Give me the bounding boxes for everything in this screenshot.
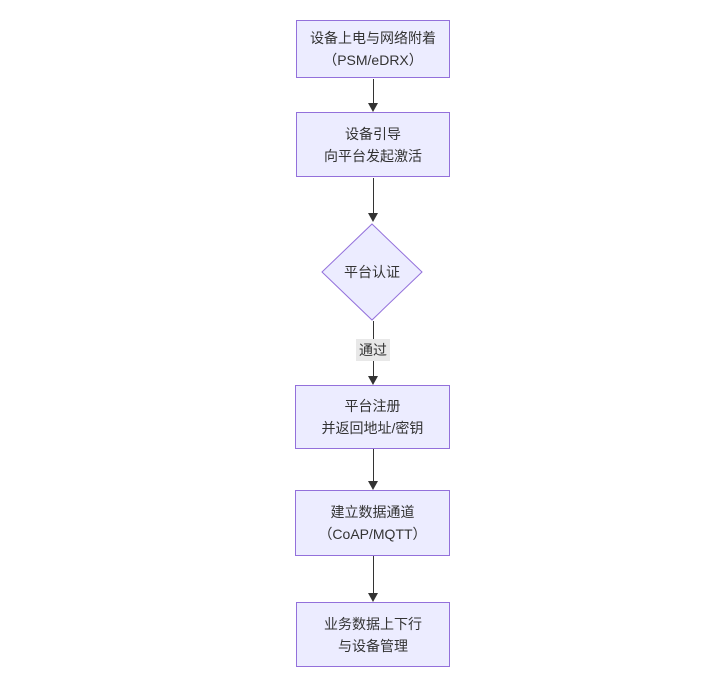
edge-line: [372, 449, 374, 481]
flow-node-power-network-attach: 设备上电与网络附着 （PSM/eDRX）: [296, 20, 450, 78]
edge-label-pass: 通过: [356, 339, 390, 361]
flow-node-business-data-mgmt: 业务数据上下行 与设备管理: [296, 602, 450, 667]
node-text-line: 与设备管理: [338, 637, 408, 654]
flow-node-platform-auth-decision: 平台认证: [321, 223, 423, 321]
node-text-line: 设备上电与网络附着: [310, 30, 436, 46]
flow-node-device-bootstrap: 设备引导 向平台发起激活: [296, 112, 450, 177]
edge-line: [372, 79, 374, 103]
node-text-line: 向平台发起激活: [324, 147, 422, 164]
node-text-line: （PSM/eDRX）: [323, 52, 423, 68]
edge-arrow-b-c: [366, 178, 380, 222]
diamond-shape: [321, 223, 423, 321]
node-text-line: 业务数据上下行: [324, 615, 422, 632]
flow-node-platform-register: 平台注册 并返回地址/密钥: [295, 385, 450, 449]
arrowhead-icon: [368, 481, 378, 490]
flow-node-data-channel: 建立数据通道 （CoAP/MQTT）: [295, 490, 450, 556]
arrowhead-icon: [368, 103, 378, 112]
arrowhead-icon: [368, 593, 378, 602]
node-text-line: 并返回地址/密钥: [321, 420, 424, 436]
node-text-line: 平台认证: [344, 264, 400, 280]
edge-arrow-a-b: [366, 79, 380, 112]
edge-line: [372, 556, 374, 593]
node-text-line: 设备引导: [345, 125, 401, 142]
edge-arrow-d-e: [366, 449, 380, 490]
node-text-line: 建立数据通道: [330, 504, 415, 520]
node-text-line: 平台注册: [344, 398, 401, 414]
arrowhead-icon: [368, 376, 378, 385]
node-text-line: （CoAP/MQTT）: [318, 526, 427, 542]
arrowhead-icon: [368, 213, 378, 222]
edge-line: [372, 178, 374, 213]
edge-arrow-e-f: [366, 556, 380, 602]
